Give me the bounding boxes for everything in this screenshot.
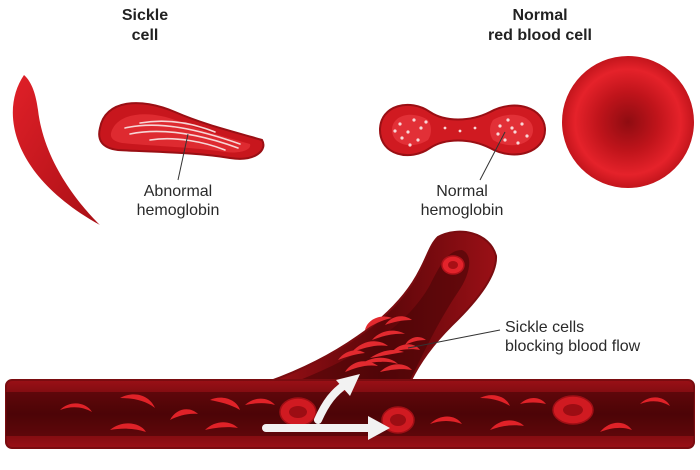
sickle-cell-heading-line1: Sickle	[121, 7, 169, 24]
abnormal-hemoglobin-label: Abnormal hemoglobin	[118, 182, 238, 220]
abnormal-hemoglobin-pointer	[177, 133, 189, 181]
vessel-normal-cells	[279, 395, 594, 434]
normal-hemoglobin-pointer	[479, 131, 506, 181]
flow-arrowhead-horizontal	[368, 416, 390, 440]
normal-hemoglobin-dots	[393, 118, 529, 147]
sickle-cell-shape	[12, 75, 101, 225]
normal-hemoglobin-label-line2: hemoglobin	[420, 202, 504, 219]
flow-arrows	[262, 374, 390, 440]
normal-hemoglobin-label-line1: Normal	[436, 183, 488, 200]
flow-arrowhead-diagonal	[336, 374, 360, 396]
blocking-pointer	[407, 329, 501, 349]
abnormal-hemoglobin-label-line2: hemoglobin	[136, 202, 220, 219]
blocking-blood-flow-label-line1: Sickle cells	[505, 319, 585, 336]
abnormal-hemoglobin-label-line1: Abnormal	[143, 183, 213, 200]
normal-red-blood-cell	[562, 56, 694, 188]
vessel-sickle-cells	[60, 394, 670, 432]
sickle-cell-heading-line2: cell	[131, 27, 159, 44]
abnormal-hemoglobin-strands	[124, 120, 241, 151]
normal-cell-heading-line2: red blood cell	[487, 27, 592, 44]
blocking-blood-flow-label-line2: blocking blood flow	[505, 338, 641, 355]
sickle-cell-heading: Sickle cell	[100, 6, 190, 46]
normal-cell-heading: Normal red blood cell	[460, 6, 620, 46]
normal-hemoglobin-label: Normal hemoglobin	[402, 182, 522, 220]
blocking-blood-flow-label: Sickle cells blocking blood flow	[505, 318, 695, 356]
clumped-sickle-cells	[338, 316, 426, 372]
normal-cell-heading-line1: Normal	[512, 7, 568, 24]
